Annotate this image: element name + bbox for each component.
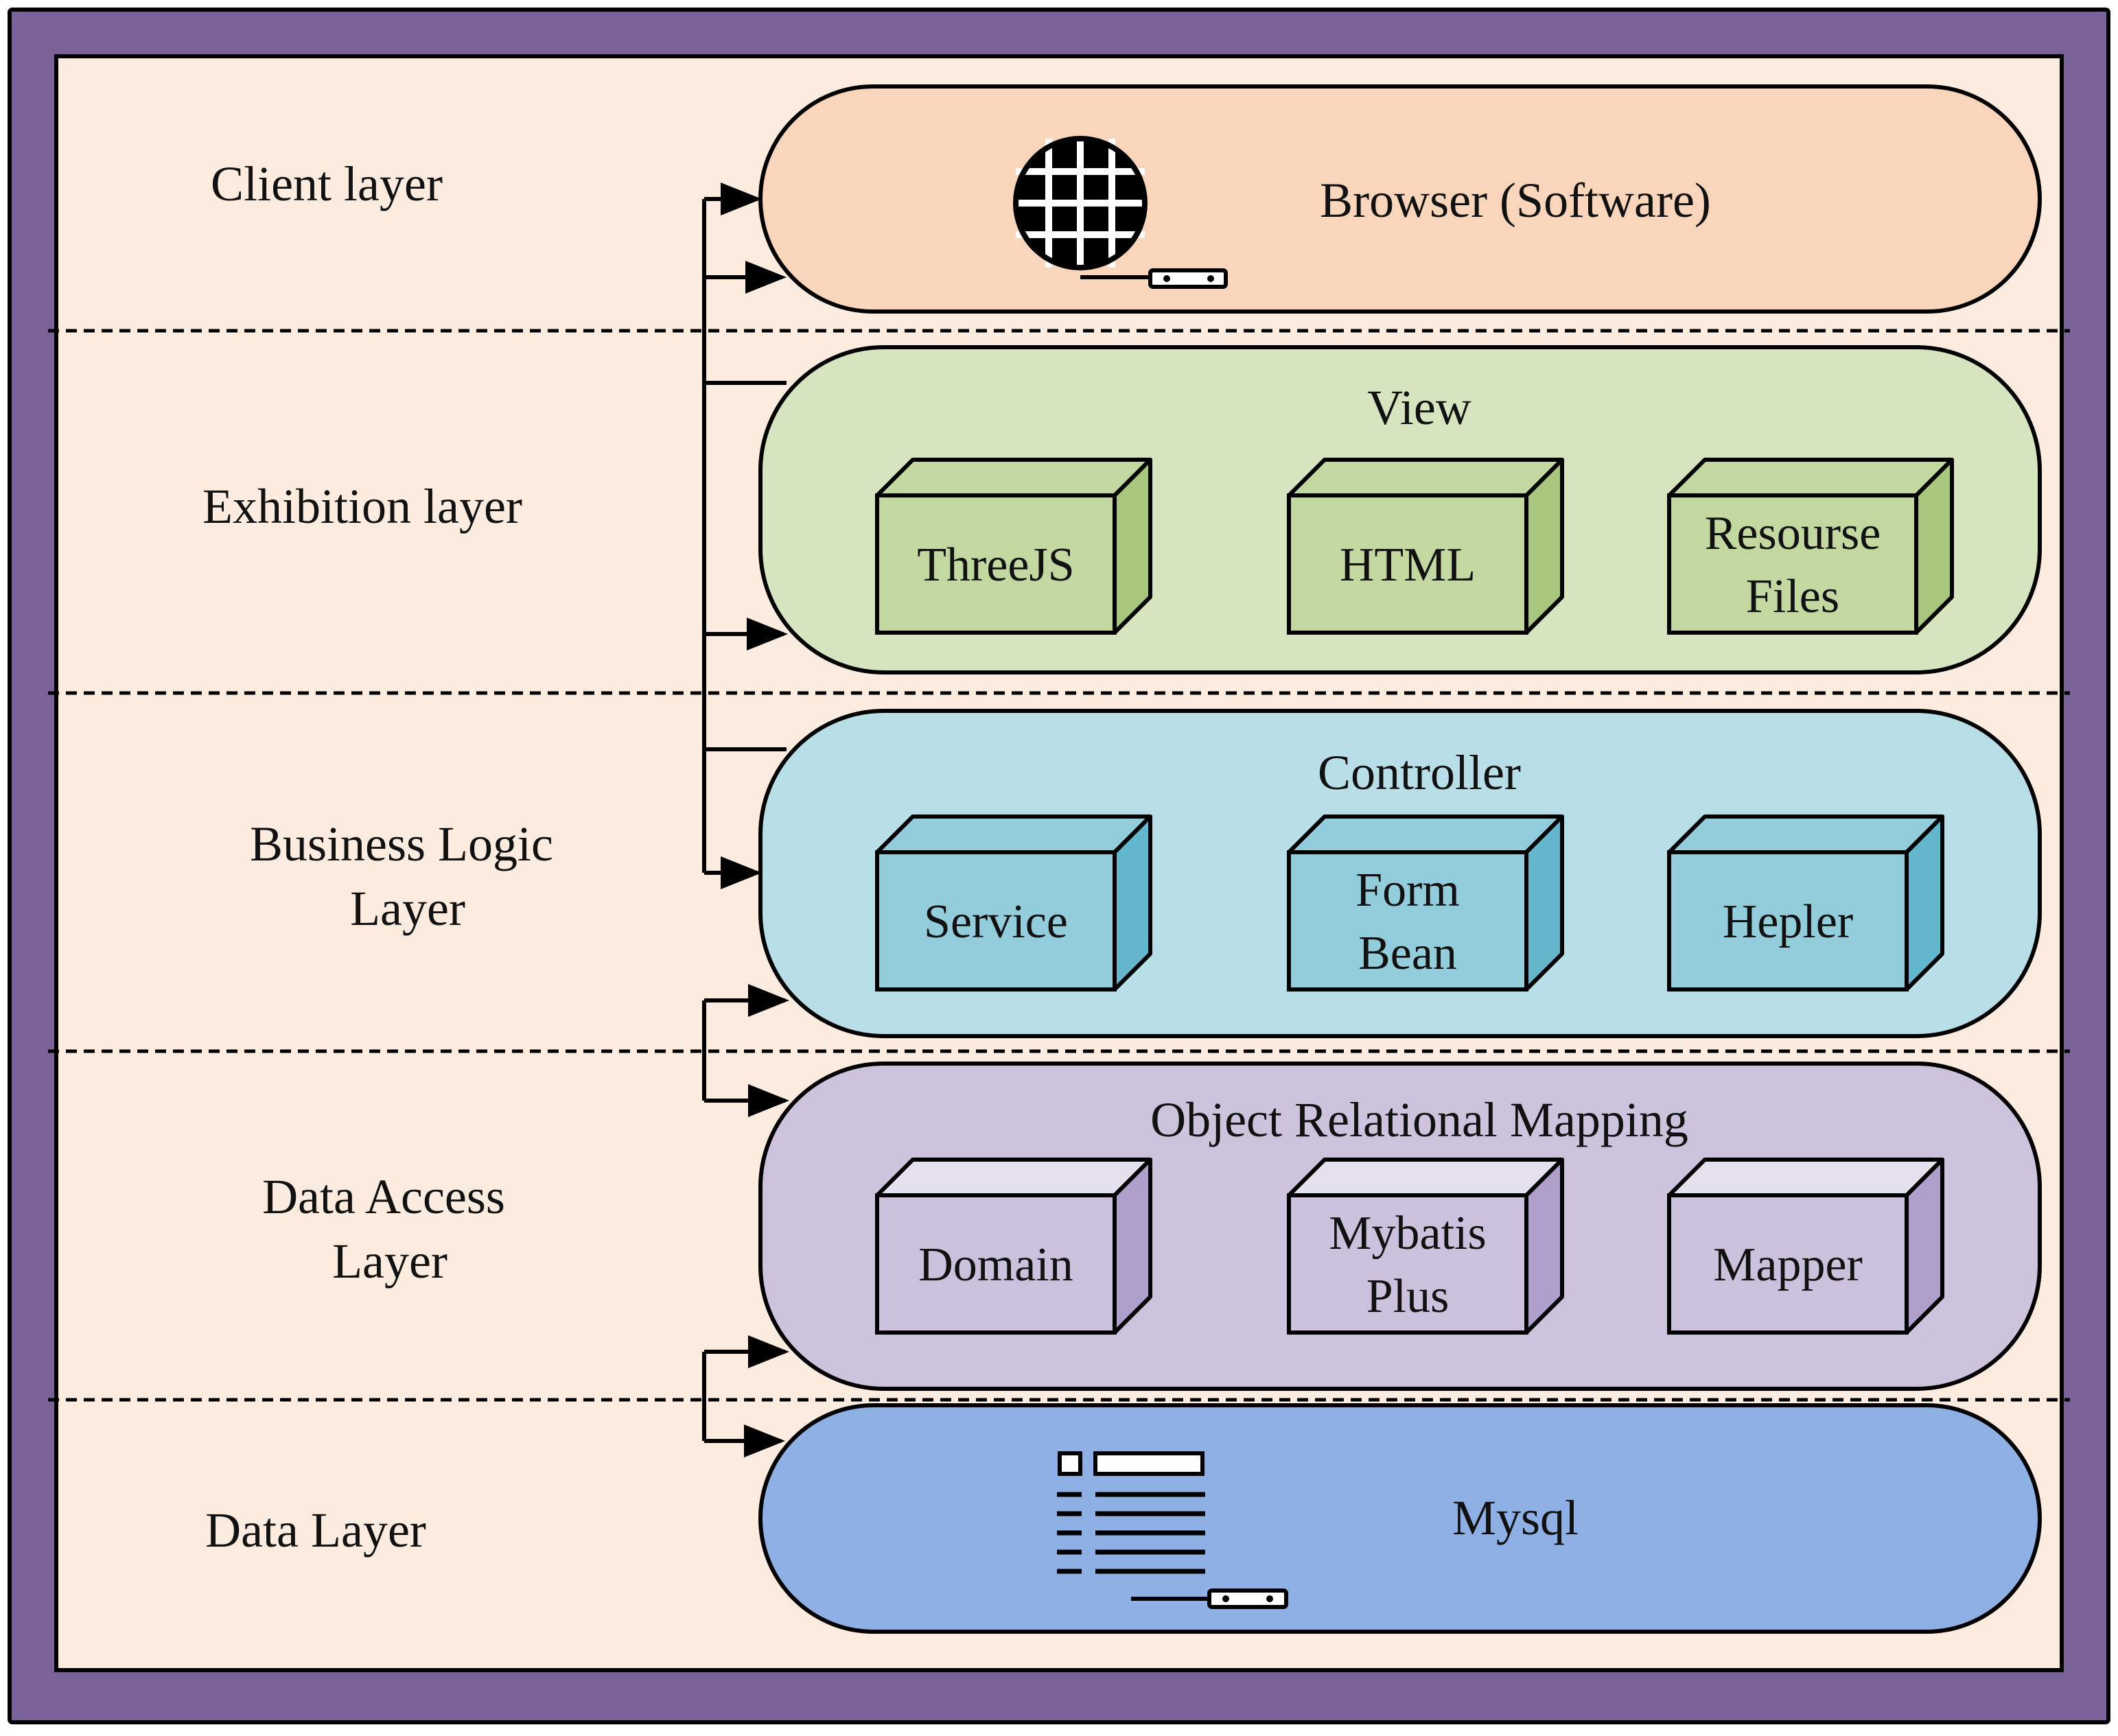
data-pill [758,1403,2042,1634]
component-mapper: Mapper [1667,1158,1944,1335]
component-label: Mapper [1713,1239,1863,1291]
component-label-line: Service [924,895,1068,948]
layer-label-exhibition: Exhibition layer [202,479,522,534]
component-label: Hepler [1723,895,1853,948]
component-front-face [1287,1193,1528,1335]
component-top-face [1287,458,1564,497]
layer-label-client: Client layer [211,156,443,211]
component-domain: Domain [875,1158,1152,1335]
data-access-title: Object Relational Mapping [1150,1092,1688,1147]
component-label-line: Plus [1366,1270,1450,1323]
component-top-face [1287,814,1564,854]
component-label-line: HTML [1340,539,1476,591]
component-label-line: Mybatis [1329,1207,1486,1260]
component-label: Service [924,895,1068,948]
component-label-line: Hepler [1723,895,1853,948]
component-html: HTML [1287,458,1564,635]
component-front-face [1287,493,1528,635]
component-label-line: Resourse [1705,507,1881,560]
component-top-face [1667,1158,1944,1197]
component-front-face [1287,850,1528,992]
component-front-face [875,850,1117,992]
layer-label-data-access: Data Access Layer [262,1169,517,1289]
globe-icon [1013,136,1228,289]
component-label-line: Form [1355,864,1460,917]
component-front-face [1667,493,1918,635]
layer-label-business: Business Logic Layer [250,817,566,936]
component-label-line: Files [1746,570,1839,623]
component-top-face [1667,814,1944,854]
component-label-line: Domain [918,1239,1073,1291]
component-top-face [1667,458,1954,497]
component-label: ThreeJS [917,539,1074,591]
component-front-face [1667,850,1909,992]
component-service: Service [875,814,1152,992]
component-label-line: ThreeJS [917,539,1074,591]
component-threejs: ThreeJS [875,458,1152,635]
connectors [702,183,789,1457]
layer-separators [48,329,2070,1402]
component-top-face [1287,1158,1564,1197]
component-label: Domain [918,1239,1073,1291]
client-title: Browser (Software) [1320,173,1711,228]
component-top-face [875,1158,1152,1197]
component-front-face [875,1193,1117,1335]
data-title: Mysql [1452,1490,1579,1545]
component-front-face [1667,1193,1909,1335]
component-top-face [875,814,1152,854]
component-label-line: Mapper [1713,1239,1863,1291]
layer-label-data: Data Layer [205,1503,426,1558]
component-hepler: Hepler [1667,814,1944,992]
layer-labels: Client layer Exhibition layer Business L… [202,156,566,1558]
component-top-face [875,458,1152,497]
component-front-face [875,493,1117,635]
exhibition-title: View [1367,380,1471,435]
component-label-line: Bean [1358,927,1457,980]
database-icon [1057,1451,1288,1609]
component-label: HTML [1340,539,1476,591]
business-title: Controller [1318,745,1521,800]
